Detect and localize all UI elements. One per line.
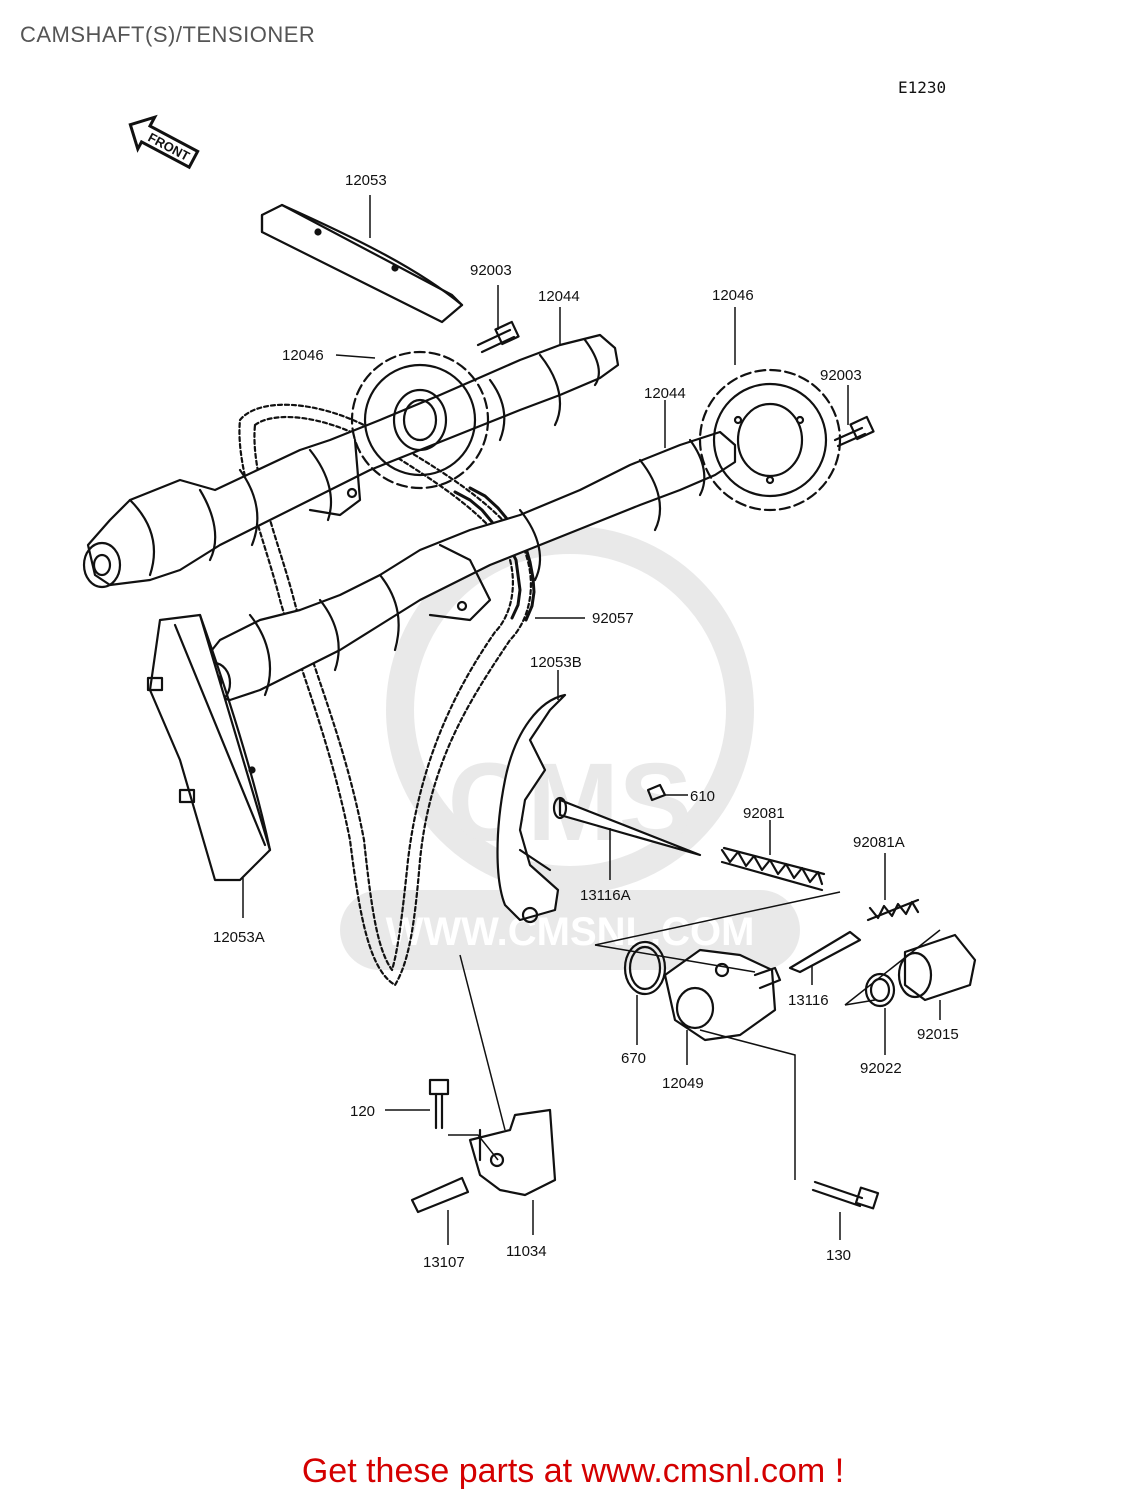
part-label[interactable]: 92081A (853, 834, 905, 851)
camshaft-upper (82, 333, 620, 589)
part-label[interactable]: 12053B (530, 654, 582, 671)
cap-92015 (897, 933, 977, 1002)
bracket-11034 (468, 1108, 557, 1197)
ring-92022 (864, 972, 896, 1008)
spring-92081 (720, 846, 826, 892)
part-label[interactable]: 92057 (592, 610, 634, 627)
sprocket-right (698, 368, 842, 512)
part-label[interactable]: 12044 (644, 385, 686, 402)
watermark-logo: CMS WWW.CMSNL.COM (340, 526, 800, 970)
part-label[interactable]: 92022 (860, 1060, 902, 1077)
part-label[interactable]: 12053 (345, 172, 387, 189)
part-label[interactable]: 13116 (788, 992, 829, 1009)
part-label[interactable]: 12044 (538, 288, 580, 305)
pin-13116 (788, 930, 862, 974)
part-label[interactable]: 130 (826, 1247, 852, 1264)
o-ring-670 (623, 940, 667, 996)
part-label[interactable]: 92003 (470, 262, 512, 279)
part-label[interactable]: 12053A (213, 929, 265, 946)
part-label[interactable]: 610 (690, 788, 716, 805)
part-label[interactable]: 13107 (423, 1254, 465, 1271)
pin-13107 (410, 1176, 470, 1214)
tensioner-blade (496, 693, 567, 924)
pushrod-13116a (552, 796, 702, 857)
part-label[interactable]: 13116A (580, 887, 631, 904)
part-label[interactable]: 670 (621, 1050, 647, 1067)
camshaft-lower (196, 430, 737, 705)
part-label[interactable]: 12046 (282, 347, 324, 364)
part-label[interactable]: 120 (350, 1103, 376, 1120)
part-label[interactable]: 12049 (662, 1075, 704, 1092)
pin-610 (646, 783, 667, 802)
part-label[interactable]: 92015 (917, 1026, 959, 1043)
part-label[interactable]: 92081 (743, 805, 785, 822)
part-label[interactable]: 11034 (506, 1243, 547, 1260)
page-title: CAMSHAFT(S)/TENSIONER (20, 22, 316, 47)
part-label[interactable]: 12046 (712, 287, 754, 304)
bolt-92003-right (833, 415, 875, 448)
tensioner-body (663, 948, 782, 1042)
watermark-brand: CMS (448, 741, 692, 864)
part-label[interactable]: 92003 (820, 367, 862, 384)
bolt-92003-left (476, 320, 520, 354)
bolt-130 (811, 1180, 880, 1210)
watermark-url: WWW.CMSNL.COM (386, 910, 755, 954)
bolt-120 (428, 1078, 450, 1130)
spring-92081a (866, 898, 920, 922)
exploded-diagram (82, 195, 977, 1245)
leader-lines (242, 195, 941, 1245)
promo-link[interactable]: Get these parts at www.cmsnl.com ! (301, 1452, 845, 1490)
front-arrow-icon: FRONT (128, 114, 200, 170)
diagram-code: E1230 (898, 78, 947, 97)
sprocket-left (350, 350, 490, 490)
chain-guide-left (146, 613, 272, 882)
upper-chain-guide (260, 203, 464, 324)
